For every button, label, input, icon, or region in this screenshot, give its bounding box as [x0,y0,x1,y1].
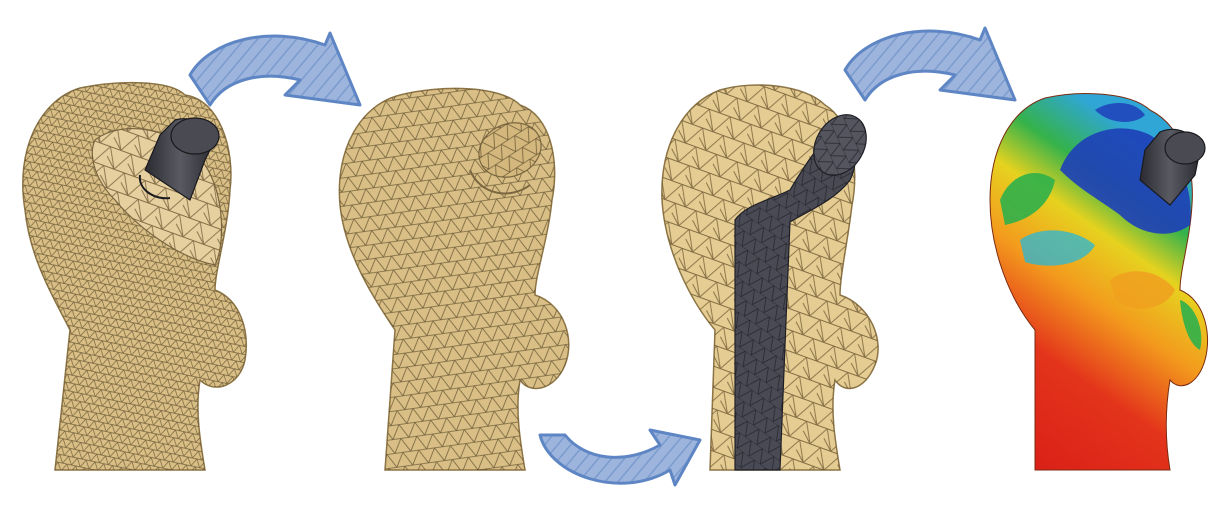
bone-mesh-icon [339,88,568,470]
arrow-right-icon [540,430,700,485]
stage-stress-colour-map [990,94,1208,470]
stage-cross-section-mesh [662,85,878,470]
arrow-right-icon [845,28,1015,100]
arrow-right-icon [190,33,360,105]
bone-section-icon [662,85,878,470]
stage-coarse-mesh [339,88,568,470]
stage-fine-mesh-with-implant [23,83,246,470]
